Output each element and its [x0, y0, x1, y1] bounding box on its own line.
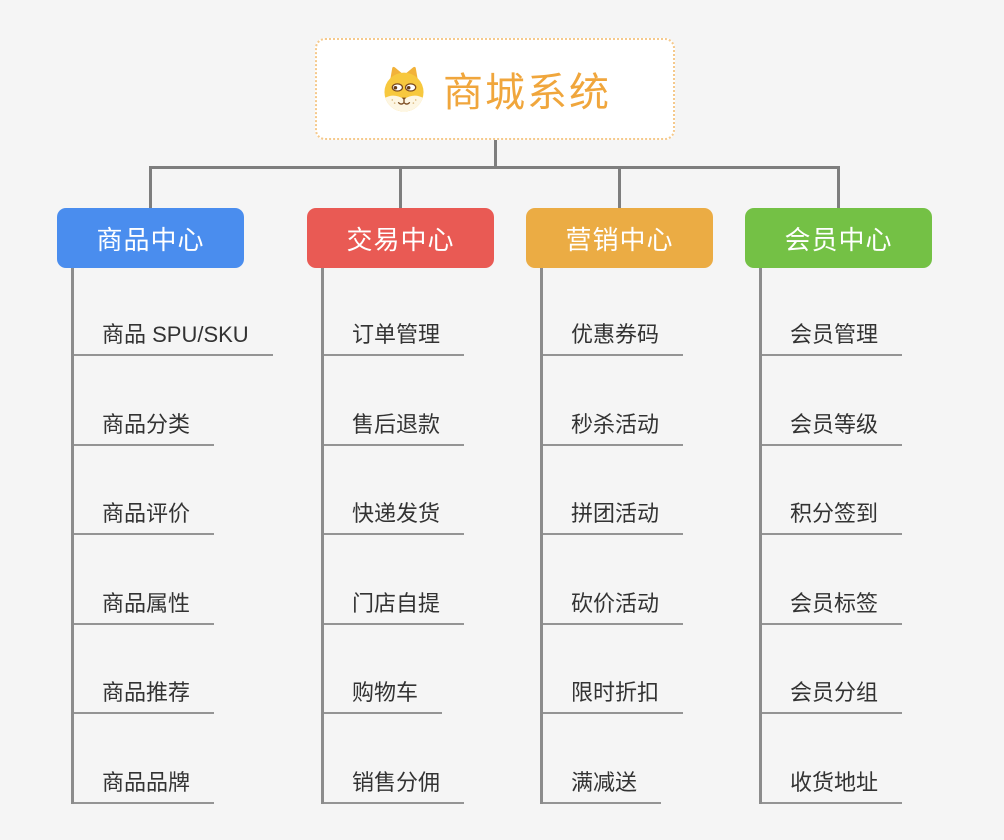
- sub-topic[interactable]: 售后退款: [324, 356, 465, 446]
- sub-topic[interactable]: 拼团活动: [543, 446, 684, 535]
- branch-topic-node-3[interactable]: 会员中心: [745, 208, 932, 268]
- sub-topic[interactable]: 门店自提: [324, 535, 465, 625]
- branch-drop-line-2: [618, 166, 621, 208]
- branch-drop-line-1: [399, 166, 402, 208]
- sub-topic[interactable]: 会员分组: [762, 625, 903, 714]
- sub-topic[interactable]: 限时折扣: [543, 625, 684, 714]
- sub-topic[interactable]: 砍价活动: [543, 535, 684, 625]
- branch-topic-node-1[interactable]: 交易中心: [307, 208, 494, 268]
- sub-topic[interactable]: 收货地址: [762, 714, 903, 804]
- sub-topic[interactable]: 快递发货: [324, 446, 465, 535]
- root-drop-line: [493, 140, 497, 169]
- branch-drop-line-0: [149, 166, 152, 208]
- branch-topic-node-0[interactable]: 商品中心: [57, 208, 244, 268]
- sub-topic[interactable]: 购物车: [324, 625, 443, 714]
- sub-topic[interactable]: 会员标签: [762, 535, 903, 625]
- sub-topic[interactable]: 订单管理: [324, 268, 465, 356]
- sub-topic[interactable]: 商品评价: [74, 446, 215, 535]
- branch-drop-line-3: [837, 166, 840, 208]
- branch-topic-node-2[interactable]: 营销中心: [526, 208, 713, 268]
- sub-topic[interactable]: 商品品牌: [74, 714, 215, 804]
- sub-topic[interactable]: 会员等级: [762, 356, 903, 446]
- branch-rail-line: [149, 166, 840, 169]
- sub-topic[interactable]: 销售分佣: [324, 714, 465, 804]
- sub-topic[interactable]: 商品推荐: [74, 625, 215, 714]
- root-topic-node[interactable]: 商城系统: [315, 38, 675, 140]
- branch-topic-label: 会员中心: [784, 224, 893, 255]
- dog-face-icon: [384, 66, 424, 112]
- sub-topic[interactable]: 秒杀活动: [543, 356, 684, 446]
- branch-topic-label: 商品中心: [96, 224, 205, 255]
- branch-subtopic-column: 会员管理会员等级积分签到会员标签会员分组收货地址: [759, 268, 903, 804]
- root-topic-label: 商城系统: [443, 71, 611, 115]
- sub-topic[interactable]: 商品 SPU/SKU: [74, 268, 273, 356]
- sub-topic[interactable]: 优惠券码: [543, 268, 684, 356]
- sub-topic[interactable]: 会员管理: [762, 268, 903, 356]
- sub-topic[interactable]: 满减送: [543, 714, 662, 804]
- sub-topic[interactable]: 商品分类: [74, 356, 215, 446]
- sub-topic[interactable]: 商品属性: [74, 535, 215, 625]
- branch-topic-label: 交易中心: [346, 224, 455, 255]
- branch-subtopic-column: 订单管理售后退款快递发货门店自提购物车销售分佣: [321, 268, 465, 804]
- sub-topic[interactable]: 积分签到: [762, 446, 903, 535]
- branch-topic-label: 营销中心: [565, 224, 674, 255]
- branch-subtopic-column: 优惠券码秒杀活动拼团活动砍价活动限时折扣满减送: [540, 268, 684, 804]
